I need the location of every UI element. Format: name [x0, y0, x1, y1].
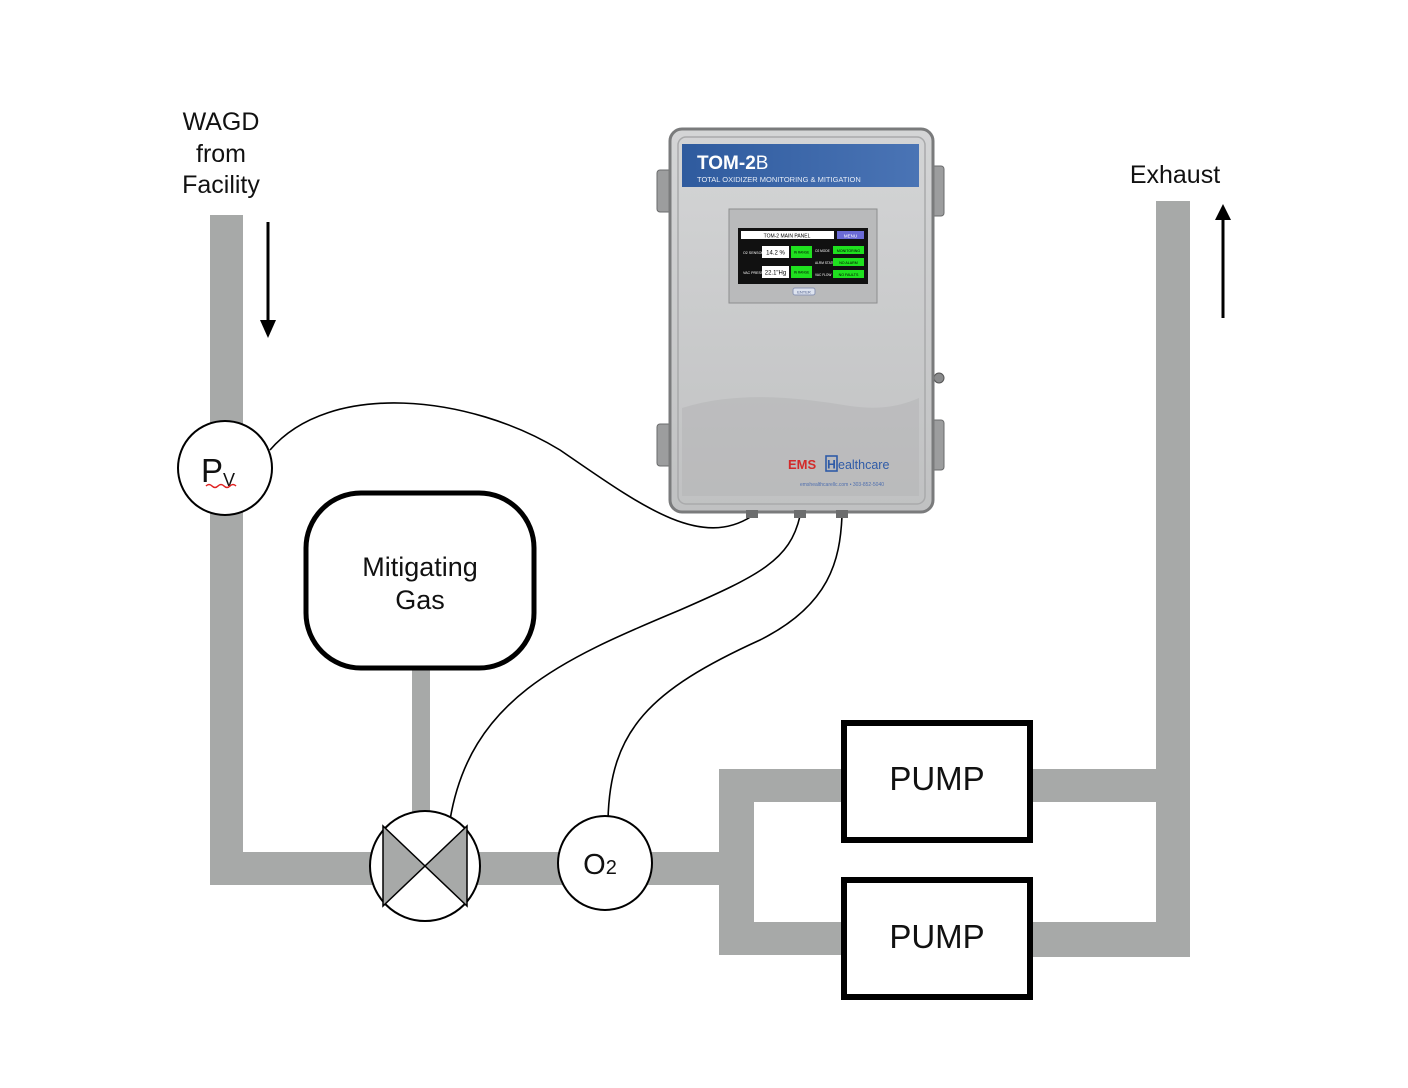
- enclosure-header: [682, 144, 919, 187]
- pump-top-inlet: [719, 769, 847, 802]
- vacuum-pressure-sensor: PV: [177, 420, 273, 516]
- cable-gland-3: [836, 510, 848, 518]
- spellcheck-underline: [205, 483, 237, 489]
- svg-text:MENU: MENU: [844, 234, 857, 239]
- vacuum-pump-2: PUMP: [841, 877, 1033, 1000]
- screen-o2-value: 14.2 %: [766, 251, 785, 257]
- screen-vac-value: 22.1"Hg: [765, 271, 786, 277]
- brand-h-box: [825, 455, 838, 472]
- brand-contact: emshealthcarellc.com • 303-852-5040: [800, 482, 884, 488]
- screen-o2-label: O2 SENSOR: [743, 251, 764, 255]
- exhaust-flow-arrow: [1215, 204, 1231, 318]
- screen-status-2-value: NO ALARM: [839, 261, 858, 265]
- mitigating-gas-pipe: [412, 668, 430, 838]
- exhaust-label: Exhaust: [1130, 161, 1220, 189]
- valve-control-wire: [449, 515, 801, 821]
- screen-menu-button: [837, 231, 864, 239]
- tom-2b-controller: TOM-2B TOTAL OXIDIZER MONITORING & MITIG…: [656, 127, 945, 518]
- o2-subscript: 2: [606, 857, 617, 879]
- device-subtitle: TOTAL OXIDIZER MONITORING & MITIGATION: [697, 175, 861, 184]
- o2-sensor-wire: [607, 515, 843, 821]
- pump-1-label: PUMP: [889, 760, 984, 797]
- screen-title: TOM-2 MAIN PANEL: [764, 234, 811, 240]
- screen-vac-label: VAC PRESS: [743, 271, 764, 275]
- screen-status-1-label: O2 MODE: [815, 249, 830, 253]
- screen-status-3-label: VAC FLOW: [815, 273, 831, 277]
- wagd-label-line1: WAGD: [183, 108, 260, 136]
- side-screw: [933, 372, 945, 384]
- inlet-flow-arrow: [260, 222, 276, 338]
- cable-gland-1: [746, 510, 758, 518]
- brand-name: ealthcare: [838, 458, 889, 472]
- pv-sensor-wire: [269, 402, 753, 529]
- mitigating-gas-label-line2: Gas: [395, 585, 445, 615]
- screen-status-2-label: ALRM STATUS: [815, 261, 837, 265]
- vacuum-pump-1: PUMP: [841, 720, 1033, 843]
- mitigating-gas-label-line1: Mitigating: [362, 552, 478, 582]
- mitigating-gas-tank: Mitigating Gas: [303, 490, 537, 671]
- device-model: TOM-2B: [697, 153, 768, 174]
- exhaust-pipe: [1156, 201, 1190, 957]
- pump-bottom-inlet: [719, 922, 847, 955]
- inlet-pipe: [210, 215, 243, 885]
- svg-text:ENTER: ENTER: [797, 290, 811, 295]
- screen-status-1-value: MONITORING: [837, 249, 860, 253]
- oxygen-sensor: O2: [557, 815, 653, 911]
- enclosure-wave: [682, 397, 919, 496]
- screen-vac-status: IN RANGE: [794, 271, 809, 275]
- screen-status-3-value: NO FAULTS: [839, 273, 859, 277]
- screen-o2-status: IN RANGE: [794, 251, 809, 255]
- o2-sensor-label: O2: [583, 849, 617, 881]
- brand-h: H: [827, 458, 836, 472]
- cable-gland-2: [794, 510, 806, 518]
- wagd-label-line3: Facility: [182, 171, 260, 199]
- pv-sensor-label: PV: [201, 452, 235, 490]
- brand-logo: EMS: [788, 457, 817, 472]
- pump-2-label: PUMP: [889, 918, 984, 955]
- mitigation-valve: [369, 810, 481, 922]
- signal-wires: [269, 402, 843, 821]
- wagd-label-line2: from: [196, 140, 246, 168]
- screen-enter-button: [792, 287, 816, 296]
